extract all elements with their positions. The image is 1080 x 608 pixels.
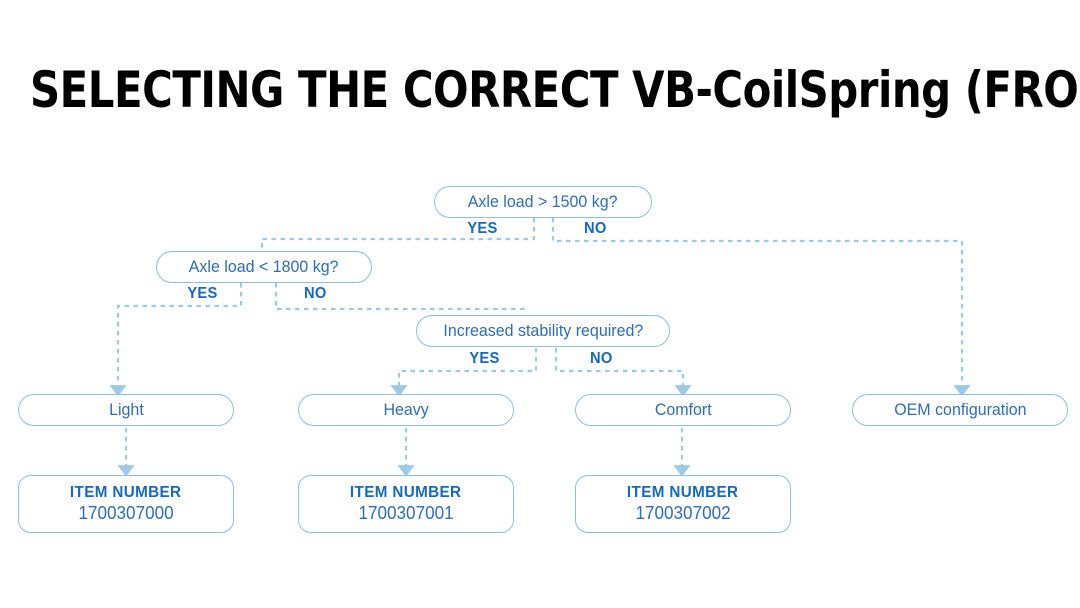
- item-number-heading: ITEM NUMBER: [70, 484, 182, 501]
- branch-label-d2-no: NO: [303, 285, 327, 302]
- category-node-comfort[interactable]: Comfort: [575, 394, 791, 426]
- branch-label-d2-yes: YES: [187, 285, 218, 302]
- decision-label: Axle load < 1800 kg?: [189, 257, 339, 276]
- item-number-box-heavy[interactable]: ITEM NUMBER 1700307001: [298, 475, 514, 533]
- category-label: OEM configuration: [893, 400, 1027, 419]
- category-label: Comfort: [654, 400, 712, 419]
- category-label: Light: [108, 400, 144, 419]
- item-number-value: 1700307001: [358, 503, 454, 523]
- branch-label-d1-no: NO: [583, 220, 607, 237]
- category-node-oem-configuration[interactable]: OEM configuration: [852, 394, 1068, 426]
- category-node-heavy[interactable]: Heavy: [298, 394, 514, 426]
- wire-d1-no: [551, 218, 971, 397]
- wire-d2-yes: [109, 283, 243, 397]
- item-number-heading: ITEM NUMBER: [627, 484, 739, 501]
- item-number-value: 1700307000: [78, 503, 174, 523]
- decision-label: Increased stability required?: [443, 321, 643, 340]
- category-node-light[interactable]: Light: [18, 394, 234, 426]
- item-number-value: 1700307002: [635, 503, 731, 523]
- page-title: SELECTING THE CORRECT VB-CoilSpring (FRO…: [30, 61, 1080, 119]
- branch-label-d3-no: NO: [589, 350, 613, 367]
- decision-node-axle-load-1800[interactable]: Axle load < 1800 kg?: [156, 251, 372, 283]
- item-number-box-light[interactable]: ITEM NUMBER 1700307000: [18, 475, 234, 533]
- wire-d3-yes: [390, 348, 538, 397]
- item-number-box-comfort[interactable]: ITEM NUMBER 1700307002: [575, 475, 791, 533]
- category-label: Heavy: [383, 400, 429, 419]
- decision-node-axle-load-1500[interactable]: Axle load > 1500 kg?: [434, 186, 652, 218]
- decision-node-increased-stability[interactable]: Increased stability required?: [416, 315, 670, 347]
- item-number-heading: ITEM NUMBER: [350, 484, 462, 501]
- wire-d3-no: [554, 348, 692, 397]
- branch-label-d3-yes: YES: [469, 350, 500, 367]
- decision-label: Axle load > 1500 kg?: [468, 192, 618, 211]
- branch-label-d1-yes: YES: [467, 220, 498, 237]
